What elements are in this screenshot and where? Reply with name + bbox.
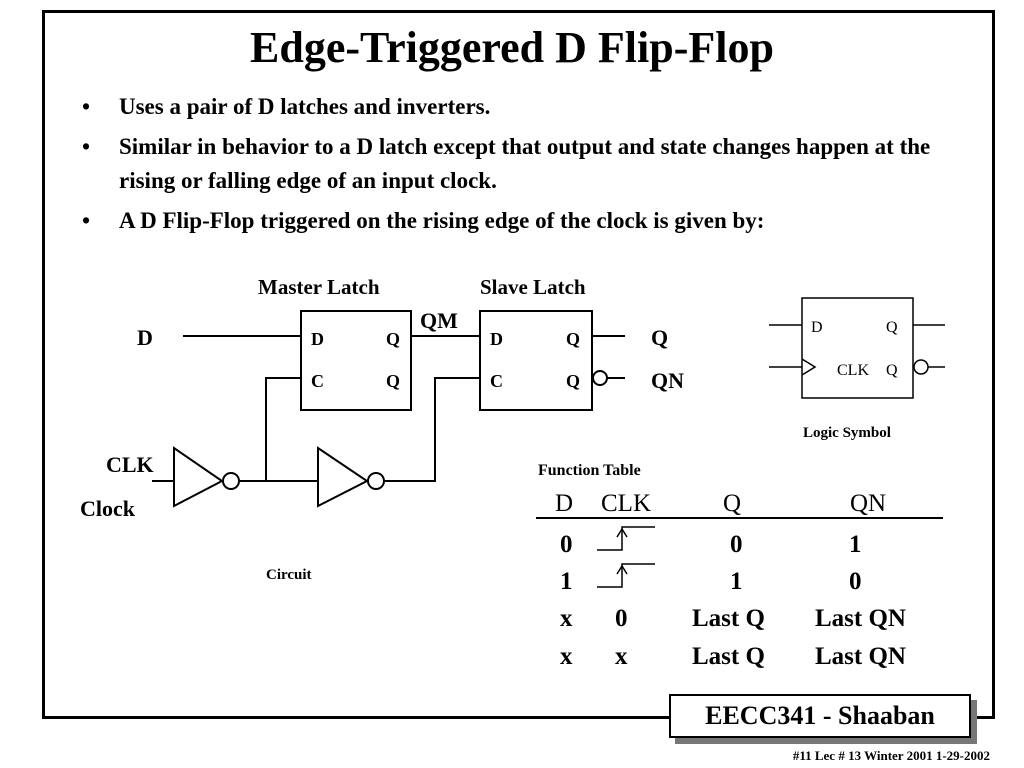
- table-cell-qn: Last QN: [815, 643, 906, 670]
- logic-symbol-caption: Logic Symbol: [803, 425, 891, 441]
- bullet-text: Uses a pair of D latches and inverters.: [119, 94, 491, 119]
- slave-q-pin: Q: [566, 329, 580, 349]
- table-cell-clk: 0: [615, 605, 628, 632]
- table-cell-qn: 0: [849, 568, 862, 595]
- circuit-labels: Master Latch Slave Latch QM D CLK Clock …: [80, 275, 684, 583]
- rising-edge-icon: [597, 563, 655, 588]
- clock-input-label: Clock: [80, 496, 136, 521]
- bullet-text: A D Flip-Flop triggered on the rising ed…: [119, 208, 765, 233]
- rising-edge-icon: [597, 526, 655, 551]
- table-cell-d: 1: [560, 568, 573, 595]
- qm-label: QM: [420, 308, 458, 333]
- logic-symbol-labels: D Q CLK Q Logic Symbol: [803, 319, 898, 441]
- table-header-d: D: [555, 490, 573, 517]
- table-cell-qn: 1: [849, 531, 862, 558]
- bullet-marker: •: [82, 134, 91, 159]
- slave-d-pin: D: [490, 329, 503, 349]
- qn-output-label: QN: [651, 368, 684, 393]
- function-table-title: Function Table: [538, 462, 641, 479]
- slide-title: Edge-Triggered D Flip-Flop: [250, 23, 774, 72]
- table-header-clk: CLK: [601, 490, 651, 517]
- clk-input-label: CLK: [106, 452, 154, 477]
- qn-bubble: [592, 370, 608, 386]
- slave-latch-box: [479, 310, 593, 411]
- footer-meta: #11 Lec # 13 Winter 2001 1-29-2002: [792, 748, 990, 763]
- clock-triangle-icon: [801, 358, 817, 376]
- bullet-list: • Uses a pair of D latches and inverters…: [82, 90, 962, 244]
- table-cell-q: 0: [730, 531, 743, 558]
- master-qn-pin: Q: [386, 371, 400, 391]
- logic-qn-bubble: [913, 359, 929, 375]
- master-q-pin: Q: [386, 329, 400, 349]
- table-header-qn: QN: [850, 490, 886, 517]
- slave-c-pin: C: [490, 371, 503, 391]
- footer-brand: EECC341 - Shaaban: [669, 694, 971, 738]
- master-clock-wire: [265, 377, 301, 481]
- logic-symbol: [769, 297, 945, 399]
- logic-qn-pin: Q: [886, 362, 898, 379]
- master-latch-box: [300, 310, 412, 411]
- slave-qn-pin: Q: [566, 371, 580, 391]
- master-d-pin: D: [311, 329, 324, 349]
- table-cell-d: 0: [560, 531, 573, 558]
- master-latch-label: Master Latch: [258, 275, 380, 299]
- logic-d-pin: D: [811, 319, 823, 336]
- slave-clock-wire: [384, 377, 480, 482]
- table-cell-d: x: [560, 643, 573, 670]
- table-cell-d: x: [560, 605, 573, 632]
- logic-symbol-box: [801, 297, 914, 399]
- d-input-label: D: [137, 325, 153, 350]
- bullet-text: Similar in behavior to a D latch except …: [119, 134, 931, 193]
- logic-clk-pin: CLK: [837, 362, 869, 379]
- table-cell-q: Last Q: [692, 605, 765, 632]
- table-cell-q: Last Q: [692, 643, 765, 670]
- function-table: Function Table D CLK Q QN 0 0 1 1 1 0 x …: [536, 462, 943, 670]
- slide-frame: [42, 10, 995, 719]
- bullet-item: • Uses a pair of D latches and inverters…: [82, 90, 962, 124]
- circuit-diagram: [152, 310, 625, 508]
- table-cell-clk: x: [615, 643, 628, 670]
- bullet-item: • A D Flip-Flop triggered on the rising …: [82, 204, 962, 238]
- inverter-1-body: [173, 446, 224, 508]
- inverter-1-bubble: [222, 472, 240, 490]
- inverter-2-bubble: [367, 472, 385, 490]
- bullet-marker: •: [82, 208, 91, 233]
- logic-q-pin: Q: [886, 319, 898, 336]
- circuit-caption: Circuit: [266, 567, 312, 583]
- master-c-pin: C: [311, 371, 324, 391]
- table-cell-q: 1: [730, 568, 743, 595]
- q-output-label: Q: [651, 325, 668, 350]
- slave-latch-label: Slave Latch: [480, 275, 586, 299]
- table-cell-qn: Last QN: [815, 605, 906, 632]
- table-header-q: Q: [723, 490, 741, 517]
- bullet-marker: •: [82, 94, 91, 119]
- footer-brand-box: EECC341 - Shaaban: [669, 694, 977, 744]
- bullet-item: • Similar in behavior to a D latch excep…: [82, 130, 962, 198]
- inverter-2-body: [317, 446, 369, 508]
